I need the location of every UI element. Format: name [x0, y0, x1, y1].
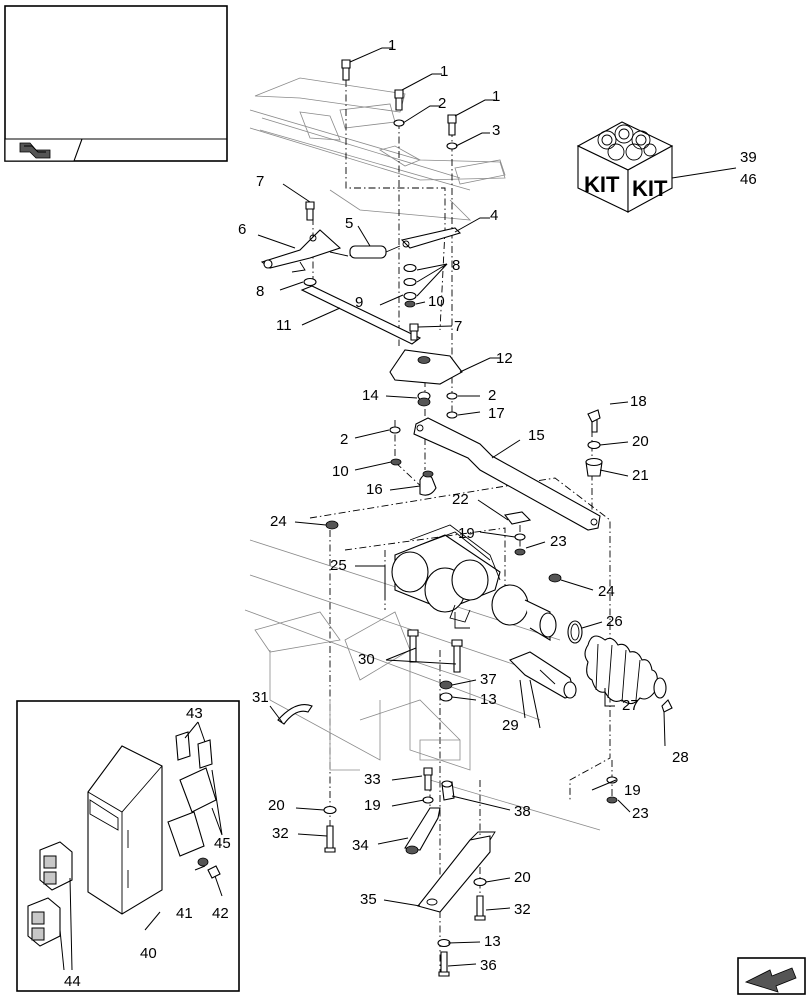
callout-26: 26: [606, 613, 623, 630]
reference-box: [4, 5, 228, 162]
callout-19a: 19: [458, 525, 475, 542]
kit-box: KIT KIT: [576, 121, 674, 213]
callout-19b: 19: [364, 797, 381, 814]
callout-28: 28: [672, 749, 689, 766]
callout-25: 25: [330, 557, 347, 574]
callout-8b: 8: [256, 283, 264, 300]
callout-10b: 10: [332, 463, 349, 480]
callout-29: 29: [502, 717, 519, 734]
callout-24b: 24: [598, 583, 615, 600]
cylinder-25: [391, 524, 501, 629]
callout-7a: 7: [256, 173, 264, 190]
callout-13a: 13: [480, 691, 497, 708]
callout-6: 6: [238, 221, 246, 238]
callout-34: 34: [352, 837, 369, 854]
washers-8: [303, 263, 417, 308]
bar-11: [300, 285, 422, 345]
cable-31: [277, 704, 313, 725]
lever-6: [260, 229, 342, 273]
callout-15: 15: [528, 427, 545, 444]
callout-12: 12: [496, 350, 513, 367]
callout-4: 4: [490, 207, 498, 224]
callout-14: 14: [362, 387, 379, 404]
bracket-38-33: [422, 767, 455, 804]
frame-ghost-top: [249, 77, 506, 221]
callout-38: 38: [514, 803, 531, 820]
callout-20b: 20: [268, 797, 285, 814]
callout-8a: 8: [452, 257, 460, 274]
rod-end-29: [509, 651, 577, 699]
leader-lines: [59, 47, 737, 971]
callout-1a: 1: [388, 37, 396, 54]
callout-17: 17: [488, 405, 505, 422]
callout-36: 36: [480, 957, 497, 974]
callout-35: 35: [360, 891, 377, 908]
callout-16: 16: [366, 481, 383, 498]
callout-5: 5: [345, 215, 353, 232]
inset-box: [16, 700, 240, 992]
page-link-icon[interactable]: [19, 142, 51, 159]
callout-37: 37: [480, 671, 497, 688]
callout-32a: 32: [272, 825, 289, 842]
fitting-16: [419, 470, 437, 496]
callout-2c: 2: [340, 431, 348, 448]
plate-12: [389, 349, 463, 466]
callout-2a: 2: [438, 95, 446, 112]
callout-7b: 7: [454, 318, 462, 335]
bolts-30: [407, 629, 463, 673]
spring-5: [329, 245, 401, 259]
callout-27: 27: [622, 697, 639, 714]
callout-21: 21: [632, 467, 649, 484]
clamp-28: [661, 699, 673, 713]
callout-13b: 13: [484, 933, 501, 950]
callout-41: 41: [176, 905, 193, 922]
callout-2b: 2: [488, 387, 496, 404]
boot-27: [584, 635, 667, 705]
callout-46: 46: [740, 171, 757, 188]
callout-20a: 20: [632, 433, 649, 450]
bracket-34: [404, 807, 441, 855]
kit-label-right: KIT: [632, 176, 668, 201]
callout-32b: 32: [514, 901, 531, 918]
callout-45: 45: [214, 835, 231, 852]
callout-30: 30: [358, 651, 375, 668]
clamp-26: [567, 620, 583, 644]
plate-35: [417, 831, 496, 913]
lever-4: [400, 227, 462, 249]
callout-39: 39: [740, 149, 757, 166]
callout-3: 3: [492, 122, 500, 139]
callout-24a: 24: [270, 513, 287, 530]
next-page-arrow-icon[interactable]: [737, 957, 806, 995]
callout-31: 31: [252, 689, 269, 706]
callout-19c: 19: [624, 782, 641, 799]
bolt-18-group: [585, 409, 603, 477]
tube-assembly: [491, 584, 557, 641]
callout-20c: 20: [514, 869, 531, 886]
callout-11: 11: [276, 317, 292, 334]
callout-1c: 1: [492, 88, 500, 105]
callout-labels: 1 1 1 2 3 39 46 7 4 6 5 8 8 9 10 11 7 12…: [64, 37, 757, 990]
callout-23b: 23: [632, 805, 649, 822]
callout-10a: 10: [428, 293, 445, 310]
bracket-22: [504, 511, 532, 556]
callout-23a: 23: [550, 533, 567, 550]
callout-44: 44: [64, 973, 81, 990]
link-15: [413, 417, 601, 531]
callout-9: 9: [355, 294, 363, 311]
callout-40: 40: [140, 945, 157, 962]
callout-43: 43: [186, 705, 203, 722]
kit-label-left: KIT: [584, 172, 620, 197]
bolts-top: [305, 59, 458, 221]
nuts-24: [325, 520, 562, 583]
washers-37-13: [439, 680, 453, 702]
lower-fasteners: [323, 776, 618, 977]
callout-1b: 1: [440, 63, 448, 80]
callout-42: 42: [212, 905, 229, 922]
callout-33: 33: [364, 771, 381, 788]
callout-22: 22: [452, 491, 469, 508]
callout-18: 18: [630, 393, 647, 410]
